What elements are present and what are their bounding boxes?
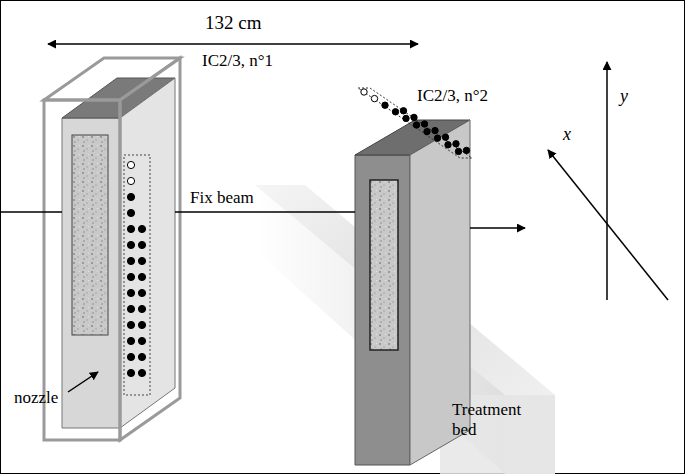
x-axis (548, 150, 668, 300)
axis-label: x (563, 124, 571, 145)
beam-line (1, 212, 525, 228)
connector-dots (127, 161, 145, 376)
part-label: nozzle (14, 388, 58, 408)
ion-chamber: IC2/3, n°1 (62, 78, 175, 428)
y-axis (606, 62, 608, 300)
leader-arrow (68, 372, 98, 392)
treatment-bed: Treatment bed (446, 396, 552, 452)
bed-label: Treatment bed (452, 400, 538, 439)
dimension-label: 132 cm (205, 12, 261, 34)
nozzle-frame (44, 58, 180, 440)
dimension-arrow (48, 43, 418, 45)
beam-label: Fix beam (190, 188, 254, 208)
chamber-label: IC2/3, n°1 (202, 51, 273, 71)
chamber-label: IC2/3, n°2 (417, 86, 488, 106)
axis-label: y (620, 86, 628, 107)
